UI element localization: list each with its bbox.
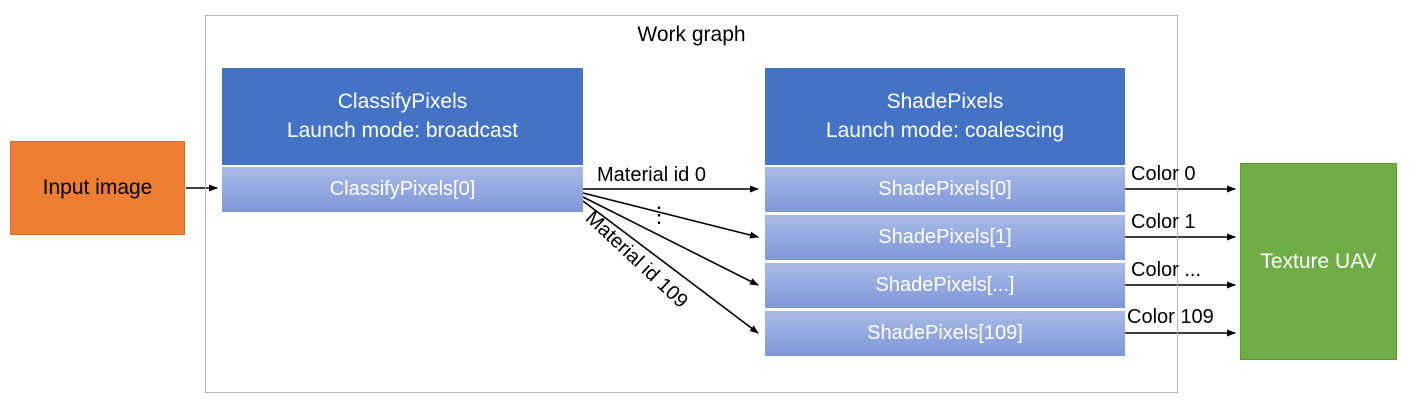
shade-pixels-row-2: ShadePixels[...] [765,263,1125,308]
shade-pixels-row-3: ShadePixels[109] [765,311,1125,356]
edge-label-color-109: Color 109 [1127,306,1214,328]
shade-pixels-row-0-label: ShadePixels[0] [878,178,1012,200]
shade-pixels-row-3-label: ShadePixels[109] [867,322,1023,344]
work-graph-title: Work graph [637,23,746,46]
edge-label-color-dots: Color ... [1131,259,1202,281]
classify-pixels-subtitle: Launch mode: broadcast [286,118,519,142]
shade-pixels-node: ShadePixels Launch mode: coalescing Shad… [765,68,1125,356]
edge-label-dots: ⋮ [648,202,670,227]
classify-pixels-header: ClassifyPixels Launch mode: broadcast [222,68,583,165]
shade-pixels-row-1-label: ShadePixels[1] [878,226,1012,248]
edge-label-color-0: Color 0 [1131,163,1196,185]
shade-pixels-row-0: ShadePixels[0] [765,167,1125,212]
input-image-label: Input image [42,176,153,199]
shade-pixels-row-1: ShadePixels[1] [765,215,1125,260]
shade-pixels-header: ShadePixels Launch mode: coalescing [765,68,1125,165]
edge-label-color-1: Color 1 [1131,211,1196,233]
classify-pixels-row-0: ClassifyPixels[0] [222,167,583,212]
shade-pixels-row-2-label: ShadePixels[...] [875,274,1015,296]
classify-pixels-node: ClassifyPixels Launch mode: broadcast Cl… [222,68,583,212]
shade-pixels-subtitle: Launch mode: coalescing [825,118,1065,142]
input-image-node: Input image [10,141,185,235]
classify-pixels-title: ClassifyPixels [337,90,468,114]
texture-uav-label: Texture UAV [1260,249,1377,273]
work-graph-frame: Work graph [205,15,1178,393]
texture-uav-node: Texture UAV [1240,163,1397,360]
edge-label-material-id-0: Material id 0 [597,164,706,186]
classify-pixels-row-0-label: ClassifyPixels[0] [329,178,476,200]
shade-pixels-title: ShadePixels [886,90,1004,114]
